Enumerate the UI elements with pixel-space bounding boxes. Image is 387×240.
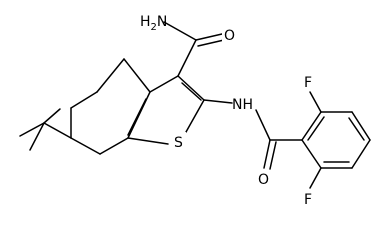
bond — [127, 98, 147, 136]
structure-canvas: H2N O S NH O F F — [19, 14, 371, 208]
molecule-diagram: H2N O S NH O F F — [19, 14, 371, 208]
bond — [177, 39, 197, 77]
bond — [181, 82, 202, 101]
cyclohexane-ring — [70, 58, 151, 155]
bond — [177, 75, 205, 101]
tert-butyl-group — [19, 108, 72, 151]
bond — [203, 99, 233, 104]
bond — [96, 58, 125, 93]
bond — [43, 108, 61, 124]
thiophene-sulfur-label: S — [174, 135, 183, 151]
bond — [185, 99, 205, 133]
bond — [269, 141, 277, 170]
bond — [19, 122, 45, 137]
bond — [255, 109, 271, 141]
amide-linker — [203, 99, 303, 170]
bond — [197, 39, 225, 47]
bond — [127, 137, 169, 145]
amide-nh2-label: H2N — [140, 14, 167, 33]
bond — [351, 111, 371, 141]
bond — [149, 75, 179, 93]
difluorophenyl-ring — [301, 91, 371, 189]
amide-oxygen-label: O — [224, 28, 235, 44]
atom-labels: H2N O S NH O F F — [140, 14, 312, 208]
thiophene-ring — [127, 75, 205, 145]
bond — [70, 137, 101, 155]
bond — [301, 111, 322, 141]
label-backdrop — [256, 170, 270, 188]
bond — [99, 137, 129, 155]
bond — [195, 33, 223, 41]
fluorine-top-label: F — [304, 75, 312, 91]
bond — [263, 139, 271, 169]
benzoyl-oxygen-label: O — [258, 172, 269, 188]
amide-nh-label: NH — [232, 97, 253, 113]
fluorine-bottom-label: F — [304, 192, 312, 208]
label-backdrop — [172, 132, 186, 150]
bond — [123, 58, 151, 93]
bond — [29, 122, 45, 151]
bond — [43, 122, 72, 139]
bond — [309, 167, 322, 189]
bond — [163, 21, 197, 41]
bond — [307, 116, 325, 141]
bond — [348, 117, 365, 141]
bond — [351, 139, 371, 169]
carboxamide-group — [163, 21, 225, 77]
bond — [309, 91, 322, 113]
bond — [70, 91, 98, 109]
bond — [301, 139, 322, 169]
label-backdrop — [222, 26, 234, 42]
